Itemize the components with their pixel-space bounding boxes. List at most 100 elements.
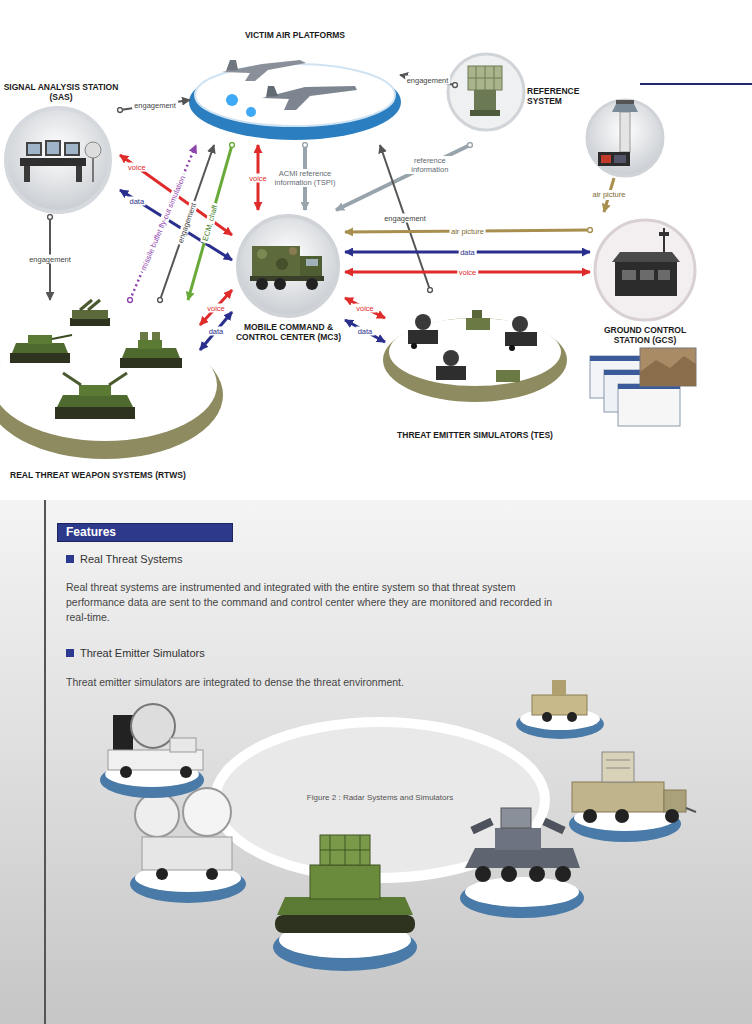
sas-illustration bbox=[92, 158, 94, 182]
sas-illustration bbox=[6, 108, 110, 212]
sas-illustration bbox=[47, 142, 59, 154]
tes-illustration bbox=[443, 350, 459, 366]
connector bbox=[200, 290, 232, 325]
pickup-with-dish bbox=[180, 766, 192, 778]
rtws-illustration bbox=[140, 332, 148, 340]
rtws-illustration bbox=[109, 373, 127, 385]
rtws-illustration bbox=[122, 348, 180, 358]
node-label: Features bbox=[66, 525, 226, 539]
gcs-station-illustration bbox=[622, 270, 636, 280]
connector bbox=[400, 75, 455, 85]
control-tower-illustration bbox=[587, 100, 663, 176]
connector-label: voice bbox=[126, 163, 148, 172]
pickup-with-dish bbox=[108, 704, 203, 778]
connector-label: engagement bbox=[132, 101, 178, 110]
pickup-with-dish bbox=[100, 704, 204, 798]
rtws-illustration bbox=[120, 332, 182, 368]
radar-truck-sand bbox=[615, 809, 629, 823]
tes-illustration bbox=[496, 370, 520, 382]
wheeled-air-defence-vehicle bbox=[465, 848, 580, 868]
rtws-illustration bbox=[63, 373, 81, 385]
screenshot-thumbnails bbox=[640, 348, 696, 386]
reference-radar-illustration bbox=[468, 78, 502, 79]
victim-aircraft-illustration bbox=[189, 60, 401, 140]
wheeled-air-defence-vehicle bbox=[501, 808, 531, 828]
tracked-air-defence-vehicle bbox=[277, 897, 413, 915]
control-tower-illustration bbox=[620, 112, 630, 152]
system-node: GROUND CONTROL STATION (GCS) bbox=[590, 215, 700, 349]
gcs-station-illustration bbox=[615, 262, 677, 296]
wheeled-air-defence-vehicle bbox=[501, 866, 517, 882]
wheeled-air-defence-vehicle bbox=[555, 866, 571, 882]
connector-label: reference information bbox=[400, 156, 460, 174]
connector-label: voice bbox=[205, 303, 227, 312]
sas-illustration bbox=[20, 158, 86, 166]
rtws-illustration bbox=[0, 300, 223, 459]
gcs-station-illustration bbox=[658, 270, 670, 280]
sas-illustration bbox=[64, 142, 80, 156]
tes-illustration bbox=[466, 318, 490, 330]
reference-radar-illustration bbox=[474, 90, 496, 110]
rtws-illustration bbox=[10, 335, 72, 363]
tracked-air-defence-vehicle bbox=[320, 835, 370, 865]
tes-illustration bbox=[408, 330, 438, 344]
mc3-truck-illustration bbox=[274, 278, 286, 290]
rtws-illustration bbox=[138, 340, 162, 349]
radar-truck-sand bbox=[665, 809, 679, 823]
text-block: VICTIM AIR PLATFORMS bbox=[190, 30, 400, 40]
node-label: MOBILE COMMAND & CONTROL CENTER (MC3) bbox=[232, 322, 345, 342]
node-label: SIGNAL ANALYSIS STATION (SAS) bbox=[2, 82, 120, 102]
tracked-air-defence-vehicle bbox=[275, 835, 415, 933]
tes-illustration bbox=[411, 343, 417, 349]
connector-label: engagement bbox=[382, 213, 428, 222]
radar-trailer-small bbox=[532, 680, 587, 722]
panel-rule bbox=[44, 500, 46, 1024]
gcs-station-illustration bbox=[595, 220, 695, 320]
screenshot-thumbnails bbox=[640, 356, 696, 386]
panel-ground bbox=[0, 500, 752, 1024]
body-paragraph: Threat emitter simulators are integrated… bbox=[66, 675, 586, 690]
bullet-square bbox=[66, 555, 74, 563]
screenshot-thumbnails bbox=[618, 384, 680, 426]
tracked-air-defence-vehicle bbox=[320, 850, 370, 851]
connector bbox=[120, 100, 190, 110]
gcs-station-illustration bbox=[612, 252, 680, 262]
victim-aircraft-illustration bbox=[246, 107, 256, 117]
system-node: VICTIM AIR PLATFORMS bbox=[190, 30, 400, 145]
feature-heading: Real Threat Systems bbox=[80, 552, 183, 566]
wheeled-air-defence-vehicle bbox=[542, 818, 565, 835]
connector-label: engagement bbox=[405, 76, 451, 85]
rtws-illustration bbox=[28, 335, 52, 344]
rtws-illustration bbox=[79, 385, 111, 396]
tracked-air-defence-vehicle bbox=[273, 835, 417, 971]
wheeled-air-defence-vehicle bbox=[460, 878, 584, 918]
control-tower-illustration bbox=[616, 100, 634, 104]
twin-dish-trailer bbox=[183, 788, 231, 836]
tes-illustration bbox=[415, 314, 431, 330]
connector-label: voice bbox=[247, 173, 269, 182]
victim-aircraft-illustration bbox=[195, 64, 395, 126]
radar-trailer-small bbox=[567, 712, 577, 722]
connector-label: engagement bbox=[27, 254, 73, 263]
sas-illustration bbox=[85, 142, 101, 158]
reference-radar-illustration bbox=[470, 110, 500, 116]
sas-illustration bbox=[28, 144, 40, 154]
system-node: MOBILE COMMAND & CONTROL CENTER (MC3) bbox=[232, 210, 345, 346]
tes-illustration bbox=[472, 310, 482, 318]
radar-truck-sand bbox=[606, 768, 630, 769]
system-node: REFERENCE SYSTEM bbox=[455, 50, 585, 145]
wheeled-air-defence-vehicle bbox=[460, 808, 584, 918]
connector-label: data bbox=[356, 327, 375, 336]
radar-truck-sand bbox=[602, 752, 634, 782]
rtws-illustration bbox=[88, 300, 100, 310]
connector-label: voice bbox=[354, 304, 376, 313]
control-tower-illustration bbox=[598, 152, 630, 166]
signal-label: air picture bbox=[591, 190, 628, 200]
pickup-with-dish bbox=[170, 738, 196, 752]
text-block: REFERENCE SYSTEM bbox=[527, 86, 585, 106]
